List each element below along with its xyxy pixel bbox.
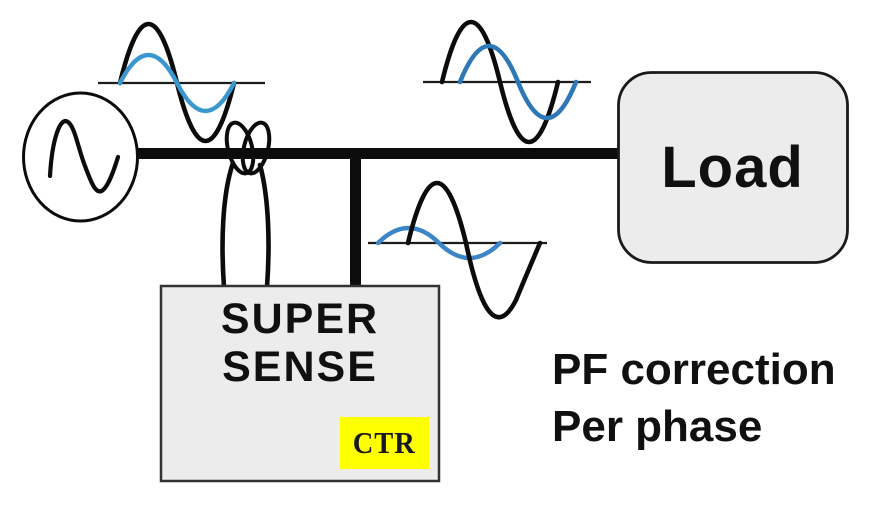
- waveform3-voltage-curve: [405, 180, 543, 320]
- ac-source-icon: [22, 91, 139, 223]
- ac-source-sine-glyph: [47, 118, 121, 194]
- waveform-in-phase-icon: [98, 21, 265, 144]
- waveform2-voltage-curve: [439, 19, 561, 145]
- load-label: Load: [661, 134, 804, 200]
- ctr-badge-label: CTR: [353, 425, 416, 460]
- waveform-small-current-icon: [368, 180, 547, 320]
- annotation-line1: PF correction: [552, 345, 836, 394]
- ctr-badge: CTR: [340, 417, 429, 469]
- ct-lead-left: [220, 160, 236, 290]
- controller-name-line1: SUPER: [220, 295, 380, 343]
- annotation-text: PF correction Per phase: [552, 341, 836, 455]
- waveform3-current-curve: [375, 225, 503, 261]
- load-box-label-area: Load: [618, 72, 847, 262]
- controller-name: SUPER SENSE: [160, 295, 440, 391]
- waveform-lagging-icon: [423, 19, 591, 145]
- load-box: [617, 71, 849, 264]
- annotation-line2: Per phase: [552, 402, 763, 451]
- controller-name-line2: SENSE: [222, 343, 378, 391]
- waveform1-current-curve: [117, 53, 237, 113]
- ct-lead-right: [257, 162, 271, 290]
- waveform2-current-curve: [457, 43, 579, 121]
- current-transformer-icon: [220, 120, 272, 290]
